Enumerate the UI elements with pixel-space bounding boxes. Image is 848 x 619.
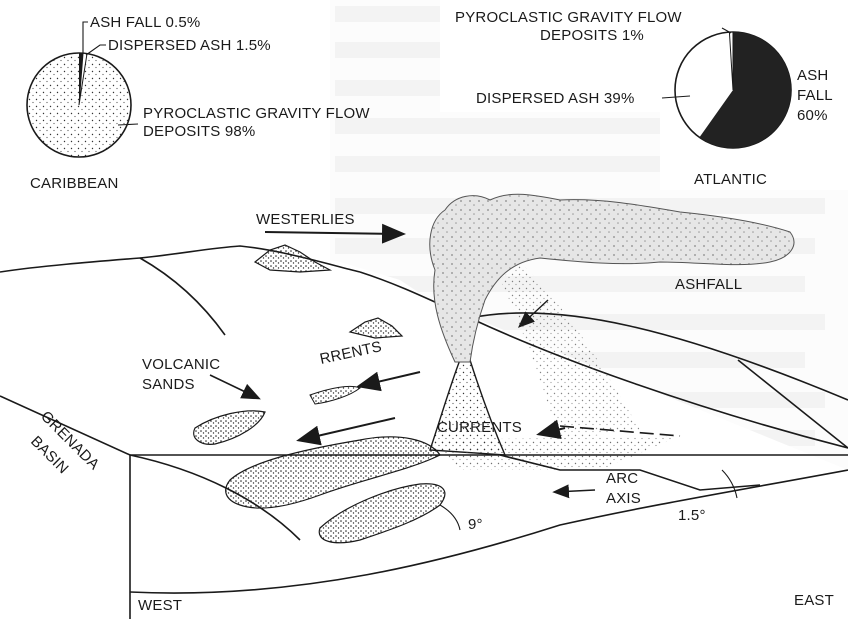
volcanic-sands-label-line1: VOLCANIC bbox=[142, 356, 220, 373]
caribbean-flow-label-line1: PYROCLASTIC GRAVITY FLOW bbox=[143, 105, 370, 122]
atlantic-flow-label-line1: PYROCLASTIC GRAVITY FLOW bbox=[455, 9, 682, 26]
ashfall-label: ASHFALL bbox=[675, 276, 742, 293]
caribbean-dispersed-label: DISPERSED ASH 1.5% bbox=[108, 37, 271, 54]
atlantic-ashfall-label-line1: ASH bbox=[797, 67, 828, 84]
caribbean-flow-label-line2: DEPOSITS 98% bbox=[143, 123, 255, 140]
caribbean-ashfall-label: ASH FALL 0.5% bbox=[90, 14, 200, 31]
arc-axis-label-line1: ARC bbox=[606, 470, 638, 487]
atlantic-ashfall-percent: 60% bbox=[797, 107, 828, 124]
caribbean-region-label: CARIBBEAN bbox=[30, 175, 119, 192]
westerlies-label: WESTERLIES bbox=[256, 211, 355, 228]
atlantic-ashfall-label-line2: FALL bbox=[797, 87, 833, 104]
volcanic-sands-label-line2: SANDS bbox=[142, 376, 195, 393]
angle-15-label: 1.5° bbox=[678, 507, 706, 524]
lower-currents-label: CURRENTS bbox=[437, 419, 522, 436]
atlantic-region-label: ATLANTIC bbox=[694, 171, 767, 188]
caribbean-ashfall-leader bbox=[83, 22, 88, 54]
atlantic-dispersed-label: DISPERSED ASH 39% bbox=[476, 90, 634, 107]
arc-axis-label-line2: AXIS bbox=[606, 490, 641, 507]
east-label: EAST bbox=[794, 592, 834, 609]
atlantic-flow-label-line2: DEPOSITS 1% bbox=[540, 27, 644, 44]
caribbean-dispersed-leader bbox=[86, 45, 106, 55]
angle-9-label: 9° bbox=[468, 516, 483, 533]
west-label: WEST bbox=[138, 597, 182, 614]
caribbean-pie-chart: ASH FALL 0.5% DISPERSED ASH 1.5% PYROCLA… bbox=[27, 14, 370, 192]
